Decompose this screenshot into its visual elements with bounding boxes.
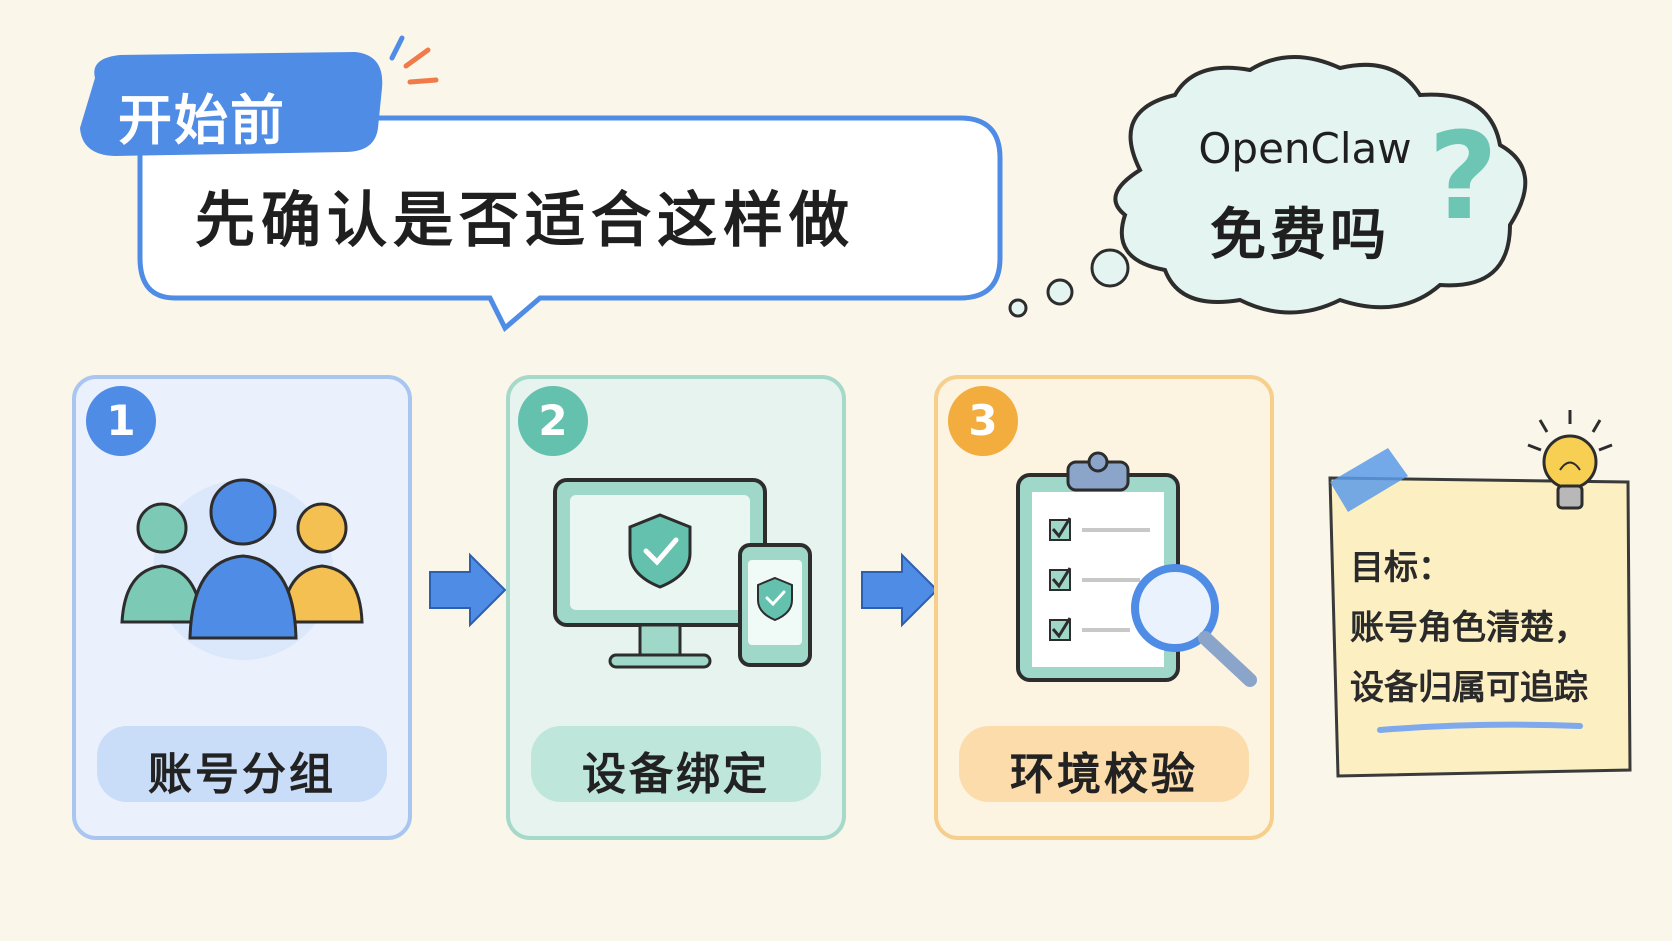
step-label-background xyxy=(97,726,387,802)
note-heading: 目标： xyxy=(1350,548,1452,588)
step-label-devices: 设备绑定 xyxy=(582,749,770,800)
step-label-accounts: 账号分组 xyxy=(148,749,336,800)
step-number-badge: 2 xyxy=(518,386,588,456)
question-mark-icon: ? xyxy=(1428,108,1498,247)
step-label-background xyxy=(959,726,1249,802)
cloud-product-name: OpenClaw xyxy=(1198,124,1412,173)
page-title: 先确认是否适合这样做 xyxy=(195,186,855,256)
step-number-badge: 1 xyxy=(86,386,156,456)
note-line-2: 设备归属可追踪 xyxy=(1350,668,1588,708)
step-number-badge: 3 xyxy=(948,386,1018,456)
cloud-question: 免费吗 xyxy=(1210,203,1390,268)
arrow-right-icon xyxy=(861,552,939,628)
arrow-right-icon xyxy=(429,552,507,628)
step-label-background xyxy=(531,726,821,802)
header-tag: 开始前 xyxy=(118,89,286,152)
step-label-environment: 环境校验 xyxy=(1010,749,1198,800)
note-line-1: 账号角色清楚， xyxy=(1350,608,1588,648)
